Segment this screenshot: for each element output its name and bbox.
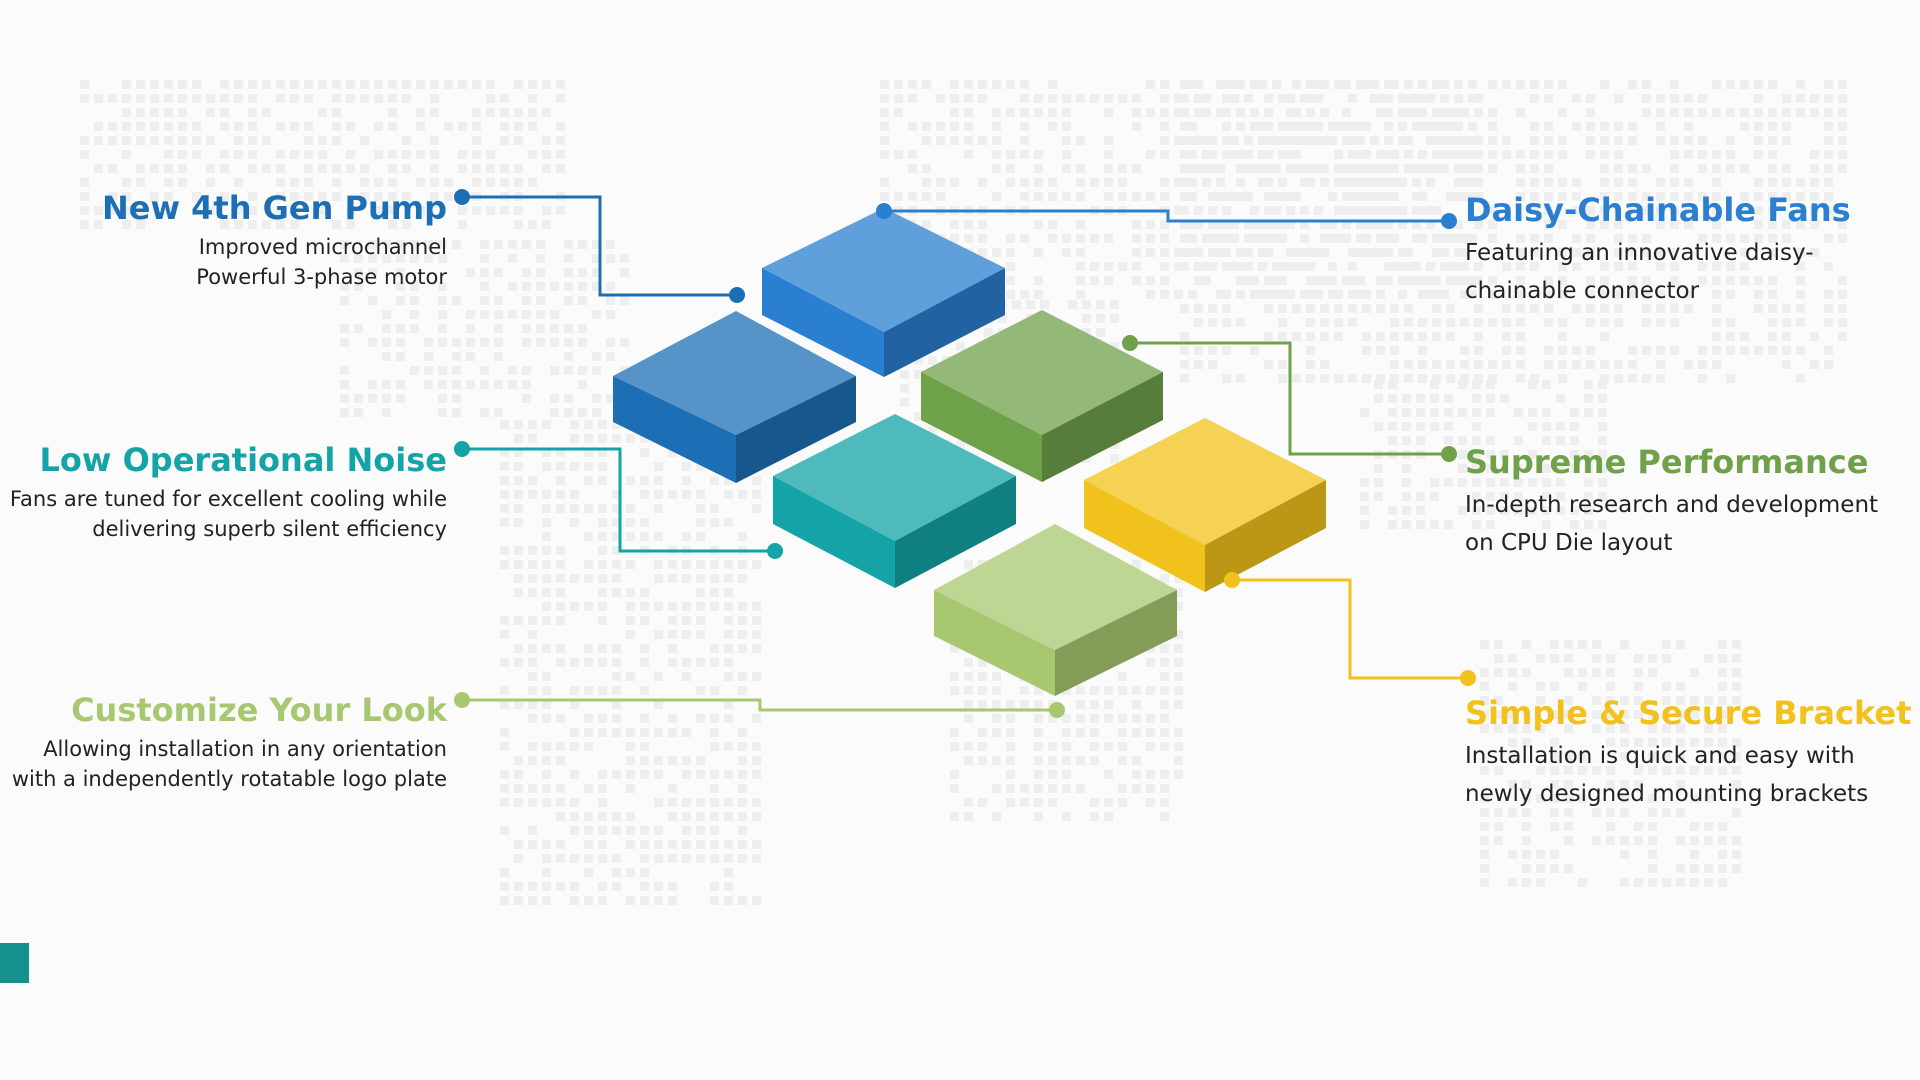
feature-bracket-desc: Installation is quick and easy with newl… [1465,737,1905,813]
connector-performance [1122,335,1457,462]
feature-performance-desc-line-1: In-depth research and development [1465,492,1879,518]
feature-fans-desc-line-2: chainable connector [1465,278,1700,304]
block-noise-top [773,414,1016,541]
feature-performance-desc: In-depth research and development on CPU… [1465,486,1905,562]
block-bracket [1084,418,1326,592]
block-noise-right [895,476,1016,588]
feature-pump: New 4th Gen Pump Improved microchannel P… [7,188,447,292]
block-customize-top [934,524,1177,650]
block-pump-right [736,376,856,483]
feature-performance: Supreme Performance In-depth research an… [1465,442,1905,562]
block-noise [773,414,1016,588]
block-bracket-top [1084,418,1326,545]
feature-customize: Customize Your Look Allowing installatio… [7,690,447,794]
feature-fans-desc: Featuring an innovative daisy- chainable… [1465,234,1905,310]
connector-pump [454,189,745,303]
connector-customize-dot-end [1049,702,1065,718]
feature-noise-desc-line-2: delivering superb silent efficiency [92,517,447,541]
block-customize-right [1055,590,1177,696]
feature-fans-desc-line-1: Featuring an innovative daisy- [1465,240,1814,266]
block-noise-left [773,476,895,588]
feature-bracket-desc-line-1: Installation is quick and easy with [1465,743,1855,769]
connector-customize-dot-start [454,692,470,708]
feature-pump-desc: Improved microchannel Powerful 3-phase m… [7,232,447,292]
feature-noise-title: Low Operational Noise [39,441,447,479]
feature-pump-desc-line-1: Improved microchannel [198,235,447,259]
connector-performance-dot-start [1122,335,1138,351]
feature-customize-title: Customize Your Look [71,691,447,729]
feature-noise-desc-line-1: Fans are tuned for excellent cooling whi… [9,487,447,511]
feature-customize-desc-line-1: Allowing installation in any orientation [43,737,447,761]
connector-fans-dot-start [876,203,892,219]
block-bracket-left [1084,480,1205,592]
block-pump-left [613,376,736,483]
block-performance-right [1042,372,1163,482]
feature-pump-desc-line-2: Powerful 3-phase motor [196,265,447,289]
block-customize-left [934,590,1055,696]
feature-fans: Daisy-Chainable Fans Featuring an innova… [1465,190,1905,310]
feature-performance-title: Supreme Performance [1465,443,1869,481]
block-performance-top [921,310,1163,435]
feature-pump-title: New 4th Gen Pump [101,189,447,227]
block-pump-top [613,311,856,435]
connector-noise [454,441,783,559]
feature-bracket: Simple & Secure Bracket Installation is … [1465,693,1912,813]
feature-noise: Low Operational Noise Fans are tuned for… [7,440,447,544]
block-bracket-right [1205,480,1326,592]
block-fans-top [762,208,1005,332]
block-fans-right [884,268,1005,377]
connector-customize [454,692,1065,718]
connector-bracket-dot-end [1460,670,1476,686]
block-performance [921,310,1163,482]
connector-pump-dot-end [729,287,745,303]
accent-square [0,943,29,983]
feature-customize-desc-line-2: with a independently rotatable logo plat… [11,767,447,791]
connector-fans [876,203,1457,229]
connector-performance-line [1130,341,1449,456]
block-customize [934,524,1177,696]
connector-bracket-line [1232,578,1468,680]
feature-noise-desc: Fans are tuned for excellent cooling whi… [7,484,447,544]
block-fans [762,208,1005,377]
connector-performance-dot-end [1441,446,1457,462]
connector-noise-line [462,447,775,553]
feature-bracket-title: Simple & Secure Bracket [1465,694,1912,732]
connector-customize-line [462,698,1057,712]
feature-bracket-desc-line-2: newly designed mounting brackets [1465,781,1869,807]
connector-pump-dot-start [454,189,470,205]
feature-performance-desc-line-2: on CPU Die layout [1465,530,1673,556]
feature-customize-desc: Allowing installation in any orientation… [7,734,447,794]
connector-fans-dot-end [1441,213,1457,229]
block-fans-left [762,268,884,377]
connector-bracket-dot-start [1224,572,1240,588]
connector-bracket [1224,572,1476,686]
connector-noise-dot-end [767,543,783,559]
connector-fans-line [884,209,1449,223]
block-pump [613,311,856,483]
feature-fans-title: Daisy-Chainable Fans [1465,191,1851,229]
block-performance-left [921,372,1042,482]
connector-pump-line [462,195,737,297]
connector-noise-dot-start [454,441,470,457]
